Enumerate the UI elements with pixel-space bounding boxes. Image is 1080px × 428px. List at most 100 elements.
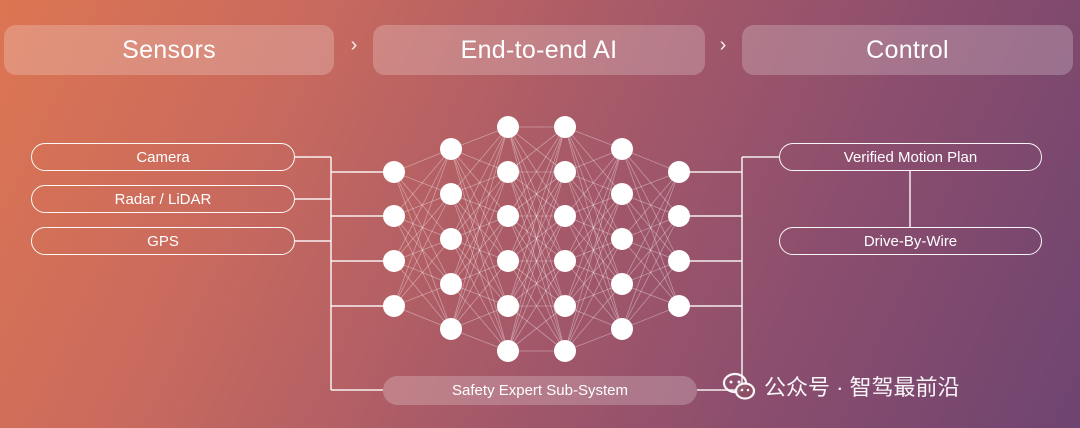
network-edge	[507, 126, 566, 262]
network-edge	[564, 260, 623, 330]
watermark: 公众号 · 智驾最前沿	[722, 368, 960, 404]
network-edge	[564, 148, 623, 307]
network-edge	[450, 126, 509, 285]
network-edge	[507, 215, 566, 262]
network-node	[440, 228, 462, 250]
network-edge	[507, 171, 566, 307]
network-edge	[507, 126, 566, 173]
network-edge	[450, 283, 509, 352]
network-edge	[450, 171, 509, 240]
network-edge	[393, 148, 452, 307]
network-node	[611, 228, 633, 250]
network-edge	[450, 148, 509, 307]
network-edge	[450, 215, 509, 285]
network-node	[554, 161, 576, 183]
network-edge	[564, 283, 623, 352]
network-edge	[450, 193, 509, 307]
network-edge	[450, 126, 509, 330]
network-node	[440, 318, 462, 340]
network-edge	[564, 148, 623, 262]
network-edge	[621, 193, 680, 262]
stage-end-to-end-ai: End-to-end AI	[373, 25, 705, 75]
network-edge	[621, 238, 680, 307]
network-edge	[564, 126, 623, 330]
network-edge	[507, 215, 566, 262]
network-node	[383, 295, 405, 317]
network-node	[554, 116, 576, 138]
network-edge	[450, 238, 509, 307]
network-node	[383, 205, 405, 227]
network-edge	[564, 126, 623, 285]
network-edge	[507, 171, 566, 352]
network-edge	[507, 260, 566, 352]
network-edge	[393, 238, 452, 307]
network-edge	[507, 126, 566, 262]
safety-expert-subsystem: Safety Expert Sub-System	[383, 376, 697, 405]
network-edge	[564, 193, 623, 262]
network-node	[554, 295, 576, 317]
network-edge	[507, 260, 566, 352]
network-edge	[507, 126, 566, 217]
network-edge	[621, 171, 680, 330]
network-node	[611, 138, 633, 160]
chevron-right-icon: ›	[719, 34, 727, 56]
network-node	[440, 138, 462, 160]
network-edge	[507, 171, 566, 262]
network-edge	[507, 260, 566, 307]
network-node	[554, 340, 576, 362]
network-edge	[393, 193, 452, 307]
network-edge	[393, 260, 452, 330]
network-node	[554, 205, 576, 227]
network-edge	[564, 148, 623, 217]
network-node	[497, 250, 519, 272]
network-edge	[450, 171, 509, 285]
network-edge	[507, 215, 566, 352]
network-edge	[507, 305, 566, 352]
network-edge	[450, 126, 509, 195]
network-edge	[507, 126, 566, 173]
network-edge	[564, 171, 623, 285]
network-edge	[393, 148, 452, 217]
network-edge	[564, 215, 623, 285]
network-edge	[621, 148, 680, 262]
watermark-text: 公众号 · 智驾最前沿	[764, 375, 960, 400]
network-node	[668, 161, 690, 183]
network-edge	[450, 193, 509, 262]
network-edge	[507, 305, 566, 352]
output-verified-motion-plan: Verified Motion Plan	[779, 143, 1042, 171]
network-edge	[393, 171, 452, 240]
stage-control: Control	[742, 25, 1073, 75]
network-node	[383, 250, 405, 272]
network-edge	[507, 126, 566, 217]
network-edge	[507, 171, 566, 352]
network-edge	[450, 148, 509, 352]
network-edge	[507, 171, 566, 217]
network-edge	[450, 148, 509, 262]
network-edge	[564, 171, 623, 240]
network-edge	[393, 193, 452, 262]
network-node	[497, 340, 519, 362]
network-edge	[507, 171, 566, 307]
network-edge	[507, 126, 566, 307]
network-node	[668, 250, 690, 272]
network-edge	[621, 148, 680, 217]
wechat-icon	[722, 372, 756, 400]
network-node	[440, 183, 462, 205]
stage-sensors: Sensors	[4, 25, 334, 75]
network-edge	[564, 126, 623, 240]
network-edge	[393, 171, 452, 330]
network-edge	[450, 126, 509, 240]
network-edge	[564, 193, 623, 352]
network-edge	[621, 215, 680, 330]
network-edge	[507, 215, 566, 307]
network-edge	[621, 148, 680, 307]
network-edge	[507, 126, 566, 352]
network-node	[611, 318, 633, 340]
network-node	[440, 273, 462, 295]
network-edge	[393, 148, 452, 262]
network-node	[668, 295, 690, 317]
network-edge	[507, 171, 566, 262]
network-edge	[450, 215, 509, 330]
network-edge	[621, 171, 680, 285]
